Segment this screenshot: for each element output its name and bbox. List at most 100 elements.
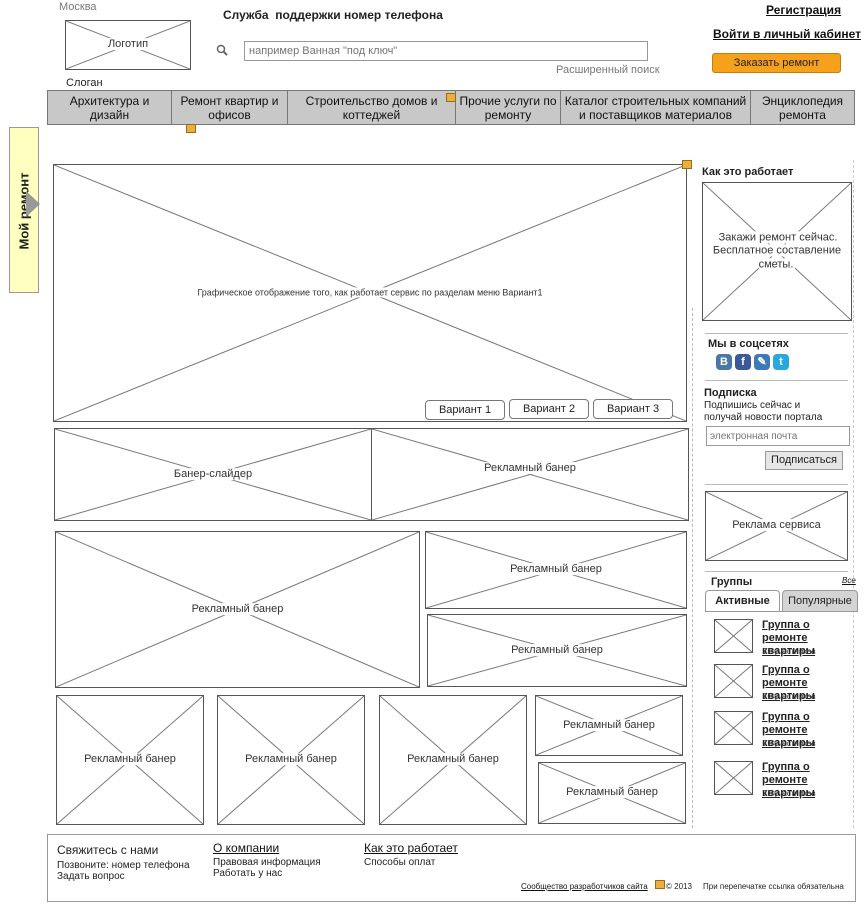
social-title: Мы в соцсетях	[708, 338, 789, 350]
hero-text: Графическое отображение того, как работа…	[195, 287, 545, 298]
nav-item-renovation[interactable]: Ремонт квартир и офисов	[172, 91, 288, 124]
group-title[interactable]: Группа о ремонте квартиры	[762, 619, 816, 657]
subscribe-title: Подписка	[704, 387, 757, 399]
variant-1-button[interactable]: Вариант 1	[425, 400, 505, 420]
how-it-works-text: Закажи ремонт сейчас. Бесплатное составл…	[712, 230, 842, 271]
group-title[interactable]: Группа о ремонте квартиры	[762, 664, 816, 702]
ad-banner[interactable]: Рекламный банер	[55, 531, 420, 688]
search-icon[interactable]	[216, 44, 228, 56]
sidebar-divider	[692, 308, 693, 828]
variant-3-button[interactable]: Вариант 3	[593, 399, 673, 419]
footer-call[interactable]: Позвоните: номер телефона	[57, 860, 190, 871]
slogan: Слоган	[66, 77, 103, 89]
note-icon	[186, 124, 196, 133]
nav-item-encyclopedia[interactable]: Энциклопедия ремонта	[761, 93, 844, 122]
how-it-works-title: Как это работает	[702, 166, 794, 178]
divider	[705, 571, 848, 572]
ad-banner[interactable]: Рекламный банер	[371, 428, 689, 521]
group-member-count: 70 участников	[763, 692, 816, 701]
logo-placeholder[interactable]: Логотип	[65, 20, 191, 70]
my-repair-tab[interactable]: Мой ремонт	[9, 127, 40, 293]
support-label: Служба	[223, 8, 269, 22]
ad-banner-label: Рекламный банер	[564, 786, 660, 799]
note-icon	[682, 160, 692, 169]
ad-banner[interactable]: Рекламный банер	[56, 695, 204, 825]
footer-reprint-note: При перепечатке ссылка обязательна	[703, 882, 844, 891]
service-ad-label: Реклама сервиса	[730, 519, 823, 532]
divider	[705, 333, 848, 334]
divider	[705, 484, 848, 485]
subscribe-button[interactable]: Подписаться	[765, 451, 843, 470]
search-input[interactable]	[244, 41, 648, 61]
arrow-right-icon	[26, 191, 40, 217]
twitter-icon[interactable]: t	[773, 354, 789, 370]
tab-active[interactable]: Активные	[705, 590, 780, 612]
register-link[interactable]: Регистрация	[766, 3, 842, 17]
note-icon	[655, 880, 665, 889]
tab-popular[interactable]: Популярные	[782, 590, 858, 612]
nav-item-construction[interactable]: Строительство домов и коттеджей	[288, 91, 456, 124]
nav-item-architecture[interactable]: Архитектура и дизайн	[48, 91, 172, 124]
nav-item-other-services[interactable]: Прочие услуги по ремонту	[456, 91, 561, 124]
footer-payment-link[interactable]: Способы оплат	[364, 857, 436, 868]
ad-banner-label: Рекламный банер	[82, 753, 178, 766]
city-label[interactable]: Москва	[59, 1, 97, 13]
support-text: Служба поддержки номер телефона	[223, 8, 443, 22]
ad-banner-label: Рекламный банер	[508, 563, 604, 576]
nav-item-catalog[interactable]: Каталог строительных компаний и поставщи…	[561, 91, 751, 124]
banner-slider[interactable]: Банер-слайдер	[54, 428, 372, 521]
footer-about-link[interactable]: О компании	[213, 841, 280, 855]
ad-banner[interactable]: Рекламный банер	[217, 695, 365, 825]
right-edge-divider	[853, 160, 854, 828]
group-thumbnail[interactable]	[714, 711, 753, 745]
livejournal-icon[interactable]: ✎	[754, 354, 770, 370]
login-link[interactable]: Войти в личный кабинет	[713, 27, 861, 41]
footer	[47, 834, 856, 902]
footer-copyright: © 2013	[666, 882, 692, 891]
email-input[interactable]	[706, 426, 850, 446]
ad-banner-label: Рекламный банер	[561, 718, 657, 731]
group-member-count: 70 участников	[763, 789, 816, 798]
group-thumbnail[interactable]	[714, 619, 753, 653]
support-phone: поддержки номер телефона	[275, 8, 443, 22]
footer-legal-link[interactable]: Правовая информация	[213, 857, 321, 868]
group-member-count: 70 участников	[763, 739, 816, 748]
service-ad[interactable]: Реклама сервиса	[705, 491, 848, 561]
ad-banner[interactable]: Рекламный банер	[425, 531, 687, 609]
ad-banner[interactable]: Рекламный банер	[535, 695, 683, 756]
hero-graphic[interactable]: Графическое отображение того, как работа…	[53, 164, 687, 422]
ad-banner[interactable]: Рекламный банер	[427, 614, 687, 687]
group-thumbnail[interactable]	[714, 664, 753, 698]
ad-banner-label: Рекламный банер	[509, 643, 605, 656]
ad-banner-label: Рекламный банер	[482, 462, 578, 475]
group-title[interactable]: Группа о ремонте квартиры	[762, 761, 816, 799]
group-title[interactable]: Группа о ремонте квартиры	[762, 711, 816, 749]
groups-all-link[interactable]: Все	[842, 576, 856, 585]
variant-2-button[interactable]: Вариант 2	[509, 399, 589, 419]
footer-jobs-link[interactable]: Работать у нас	[213, 868, 283, 879]
vk-icon[interactable]: В	[716, 354, 732, 370]
facebook-icon[interactable]: f	[735, 354, 751, 370]
group-member-count: 70 участников	[763, 647, 816, 656]
group-thumbnail[interactable]	[714, 761, 753, 795]
ad-banner[interactable]: Рекламный банер	[379, 695, 527, 825]
ad-banner-label: Рекламный банер	[243, 753, 339, 766]
subscribe-text: Подпишись сейчас и получай новости порта…	[704, 400, 823, 423]
ad-banner-label: Рекламный банер	[405, 753, 501, 766]
ad-banner[interactable]: Рекламный банер	[538, 762, 686, 824]
ad-banner-label: Рекламный банер	[189, 602, 286, 615]
footer-ask-link[interactable]: Задать вопрос	[57, 871, 125, 882]
logo-label: Логотип	[105, 38, 151, 51]
how-it-works-graphic[interactable]: Закажи ремонт сейчас. Бесплатное составл…	[702, 182, 852, 321]
order-repair-button[interactable]: Заказать ремонт	[712, 53, 841, 73]
advanced-search-link[interactable]: Расширенный поиск	[556, 64, 660, 76]
banner-slider-label: Банер-слайдер	[171, 467, 255, 480]
footer-dev-community-link[interactable]: Сообщество разработчиков сайта	[521, 882, 648, 891]
footer-how-link[interactable]: Как это работает	[364, 841, 458, 855]
divider	[705, 380, 848, 381]
